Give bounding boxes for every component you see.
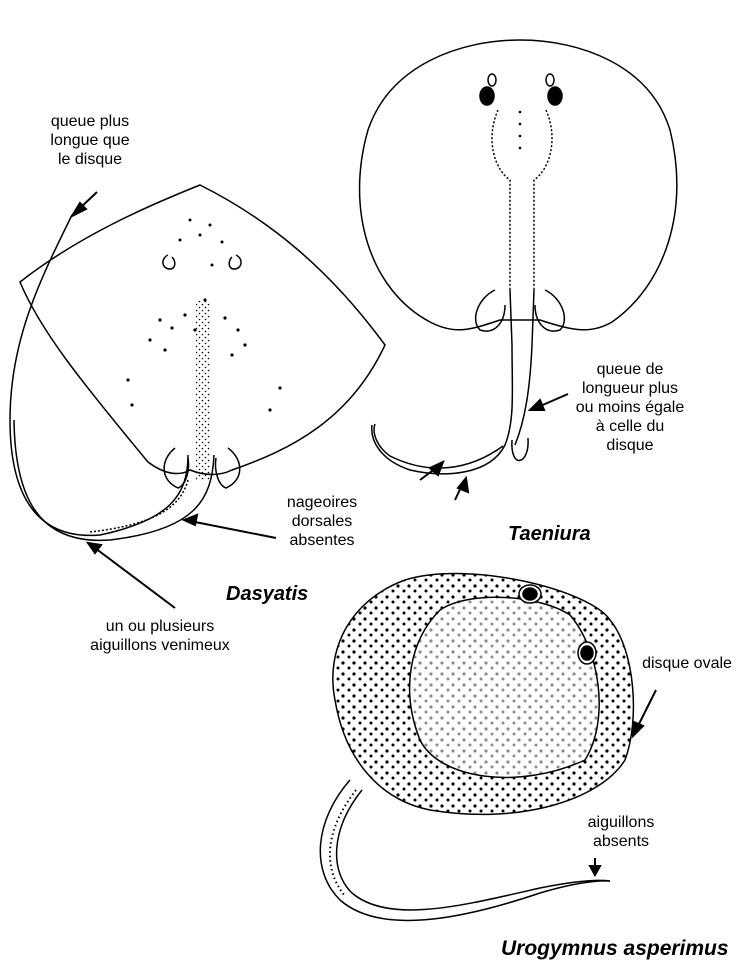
dasyatis-arrows xyxy=(72,192,276,608)
species-name-dasyatis: Dasyatis xyxy=(226,583,308,606)
label-tail-longer: queue plus longue que le disque xyxy=(20,112,160,169)
label-tail-equal: queue de longueur plus ou moins égale à … xyxy=(570,360,690,455)
dasyatis-tail xyxy=(10,215,188,535)
taeniura-tail xyxy=(372,290,513,474)
label-oval-disc: disque ovale xyxy=(632,654,742,673)
label-venom-spines: un ou plusieurs aiguillons venimeux xyxy=(60,617,260,655)
taeniura-disc xyxy=(360,40,677,330)
species-name-taeniura: Taeniura xyxy=(508,523,591,546)
dasyatis-pelvic-fin-left xyxy=(164,448,188,488)
dasyatis-drawing xyxy=(10,185,385,540)
taeniura-arrows xyxy=(420,394,568,500)
label-spines-absent: aiguillons absents xyxy=(566,813,676,851)
species-name-urogymnus: Urogymnus asperimus xyxy=(501,937,729,961)
label-dorsal-absent: nageoires dorsales absentes xyxy=(262,493,382,550)
